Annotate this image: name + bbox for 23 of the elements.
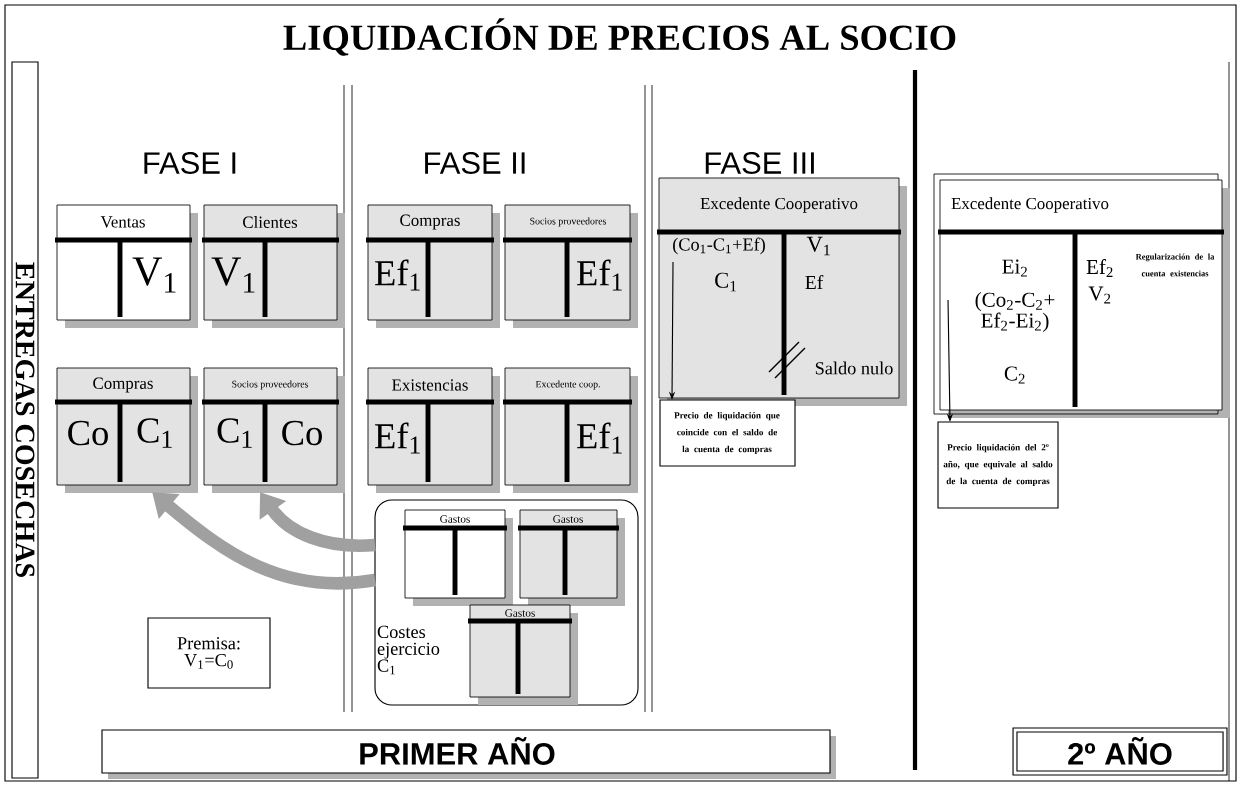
- title: LIQUIDACIÓN DE PRECIOS AL SOCIO: [283, 18, 956, 56]
- note-box: Premisa: V$_{1}$=C$_{0}$: [147, 617, 271, 689]
- t-account: Socios proveedores Ef$_{1}$: [503, 204, 638, 328]
- phase-heading: FASE II: [425, 152, 525, 174]
- phase-heading: FASE III: [705, 152, 814, 174]
- t-account: Existencias Ef$_{1}$: [366, 367, 500, 493]
- t-account: Gastos: [403, 509, 513, 606]
- t-account: Clientes V$_{1}$: [202, 204, 345, 328]
- note-box: Precio liquidación del 2º año, que equivale al saldo de la cuenta de compras: [937, 421, 1059, 509]
- t-account: Socios proveedores C$_{1}$ Co: [202, 367, 345, 493]
- year-box: 2º AÑO: [1012, 727, 1228, 776]
- side-band: ENTREGAS COSECHAS: [11, 61, 39, 779]
- t-account: Gastos: [468, 604, 578, 705]
- note-box: Precio de liquidación que coincide con el saldo de la cuenta de compras: [659, 399, 796, 467]
- t-account: Gastos: [518, 509, 625, 606]
- t-account: Ventas V$_{1}$: [55, 204, 198, 328]
- t-account: Compras Ef$_{1}$: [366, 204, 500, 328]
- t-account: Excedente coop. Ef$_{1}$: [503, 367, 638, 493]
- phase-heading: FASE I: [144, 152, 236, 174]
- t-account: Excedente Cooperativo (Co$_{1}$-C$_{1}$+Ef) C$_{1}$ V$_{1}$ Ef Saldo nulo: [657, 177, 907, 406]
- t-account: Excedente Cooperativo Ei$_{2}$ (Co$_{2}$-C$_{2}$+ Ef$_{2}$-Ei$_{2}$) C$_{2}$ Ef$_{2}$ V$_{2}$ Regularización de la cuenta existencias: [933, 173, 1230, 418]
- t-account: Compras Co C$_{1}$: [55, 367, 198, 493]
- year-banner: PRIMER AÑO: [101, 729, 836, 779]
